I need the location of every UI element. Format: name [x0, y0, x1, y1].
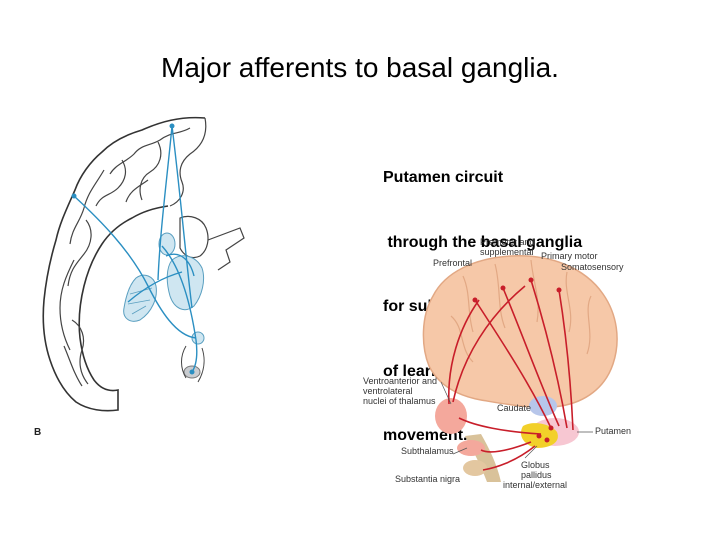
putamen-circuit-diagram: Premotor and supplemental Primary motor … [363, 237, 631, 490]
label-putamen: Putamen [595, 426, 631, 436]
circuit-pathways [447, 279, 574, 471]
caudate-nucleus [529, 396, 557, 416]
leader-lines [440, 381, 593, 459]
thalamus-nucleus [435, 398, 467, 434]
pathway-node [169, 123, 175, 129]
pathway-node [189, 369, 195, 375]
label-premotor: Premotor and supplemental [480, 237, 537, 257]
label-premotor-line: supplemental [480, 247, 534, 257]
label-globus-line: Globus [521, 460, 550, 470]
coronal-section-diagram: B [34, 116, 245, 438]
neuron-dot [528, 277, 534, 283]
neuron-dot [548, 425, 554, 431]
label-primary-motor: Primary motor [541, 251, 598, 261]
label-globus-line: internal/external [503, 480, 567, 490]
slide-title: Major afferents to basal ganglia. [161, 52, 559, 83]
neuron-dot [472, 297, 478, 303]
afferent-pathways [73, 125, 198, 373]
label-globus: Globus pallidus internal/external [503, 460, 567, 490]
label-thalamus: Ventroanterior and ventrolateral nuclei … [363, 376, 440, 406]
midline-structure [207, 227, 245, 271]
neuron-dot [536, 433, 542, 439]
neuron-dot [500, 285, 506, 291]
label-subthalamus: Subthalamus [401, 446, 454, 456]
label-thalamus-line: nuclei of thalamus [363, 396, 436, 406]
cortex-folds [450, 259, 592, 363]
label-prefrontal: Prefrontal [433, 258, 472, 268]
label-globus-line: pallidus [521, 470, 552, 480]
caption-line: Putamen circuit [383, 169, 504, 186]
gyri-folds [59, 127, 191, 387]
pathway-node [71, 193, 77, 199]
label-thalamus-line: Ventroanterior and [363, 376, 437, 386]
label-thalamus-line: ventrolateral [363, 386, 413, 396]
label-somatosensory: Somatosensory [561, 262, 624, 272]
thalamus-shape [166, 255, 205, 311]
panel-label-b: B [34, 427, 41, 438]
subthalamus-nucleus [457, 440, 485, 456]
gyri-folds-upper [125, 117, 207, 207]
substantia-nigra [463, 460, 487, 476]
neuron-dot [556, 287, 562, 293]
putamen-shape [123, 274, 157, 322]
cortex-outline [42, 116, 206, 412]
neuron-dot [544, 437, 550, 443]
brainstem-outline [181, 345, 205, 383]
label-premotor-line: Premotor and [480, 237, 535, 247]
label-substantia: Substantia nigra [395, 474, 460, 484]
caption-line: through the basal ganglia [383, 233, 583, 251]
label-caudate: Caudate [497, 403, 531, 413]
